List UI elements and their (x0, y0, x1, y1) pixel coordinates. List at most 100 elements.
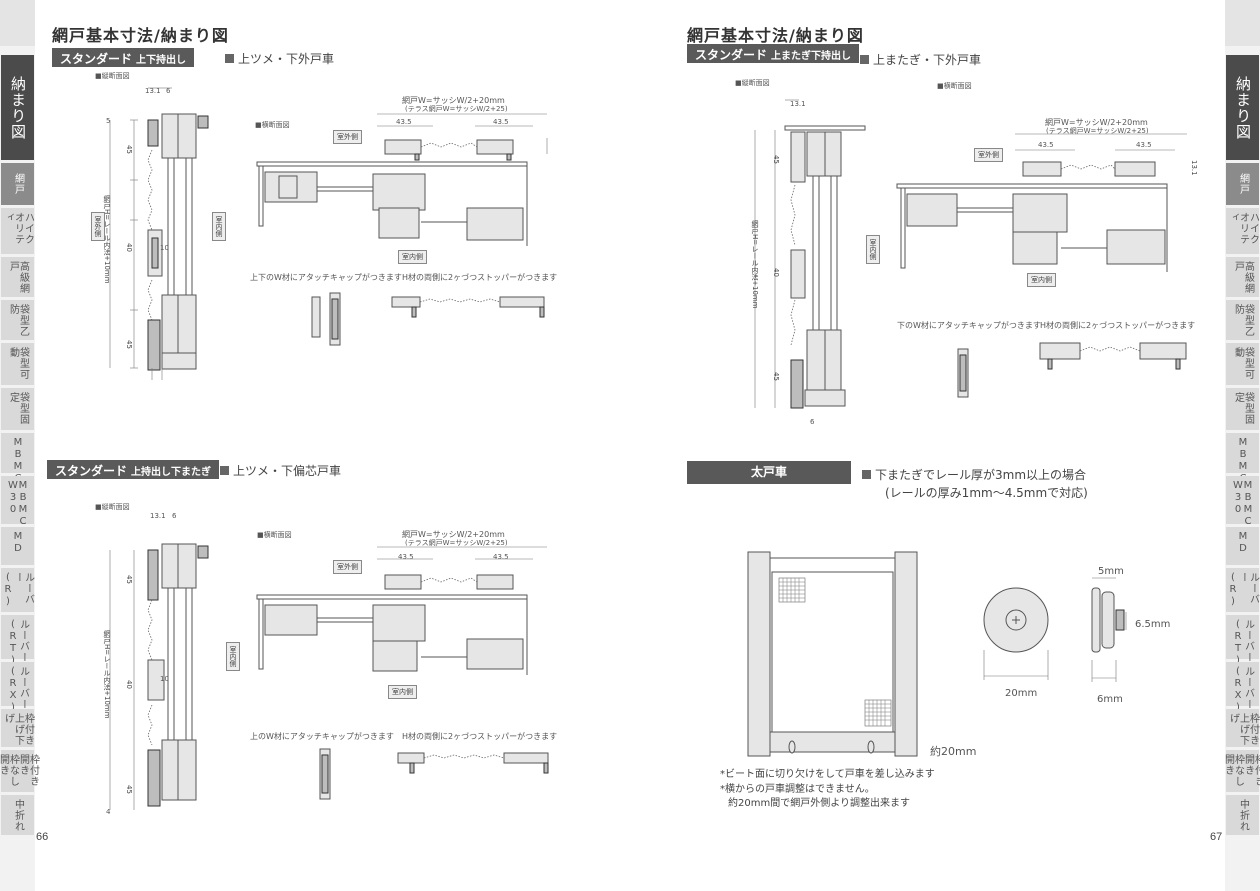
tab-fukuro-kadou[interactable]: 袋型可動 (1226, 343, 1259, 385)
section-band: スタンダード上下持出し (52, 48, 195, 67)
horizontal-section-drawing (256, 113, 548, 246)
screen-width-terrace-label: (テラス網戸W=サッシW/2+25) (405, 539, 508, 547)
tab-louver-rx[interactable]: ルーバー(RX) (1226, 662, 1259, 714)
note-no-side-adjust: *横からの戸車調整はできません。 (720, 784, 875, 795)
tab-wakutsuki-ageoroshi[interactable]: 枠付き上げ下げ (1, 709, 34, 747)
section-subtitle: 上またぎ・下外戸車 (860, 51, 981, 68)
screen-width-label: 網戸W=サッシW/2+20mm (1045, 118, 1148, 127)
tab-high-quality[interactable]: ハイクオリティ (1, 208, 34, 254)
note-attach-cap: 上のW材にアタッチキャップがつきます (250, 732, 394, 741)
indoor-label: 室内側 (398, 250, 427, 264)
tab-nakaore[interactable]: 中折れ (1226, 795, 1259, 835)
dim-40: 40 (125, 680, 133, 689)
right-page: 納まり図 網戸 ハイクオリティ 高級網戸 袋型乙防 袋型可動 袋型固定 MBMC… (630, 0, 1260, 891)
side-index: 納まり図 網戸 ハイクオリティ 高級網戸 袋型乙防 袋型可動 袋型固定 MBMC… (0, 0, 39, 891)
screen-height-label: 網戸H=レール内法+10mm (751, 220, 759, 309)
side-index-top (1225, 0, 1260, 46)
band-sub: 上下持出し (136, 55, 187, 66)
dim-6-5mm: 6.5mm (1135, 619, 1171, 630)
tab-koukyu[interactable]: 高級網戸 (1, 257, 34, 297)
band-main: スタンダード (695, 48, 768, 62)
tab-osamari[interactable]: 納まり図 (1226, 55, 1259, 160)
outdoor-label: 室外側 (333, 560, 362, 574)
tab-osamari[interactable]: 納まり図 (1, 55, 34, 160)
vertical-section-label: ■縦断面図 (95, 72, 130, 80)
page-number: 66 (36, 831, 49, 843)
tab-fukuro-otsubo[interactable]: 袋型乙防 (1, 300, 34, 340)
screen-width-label: 網戸W=サッシW/2+20mm (402, 530, 505, 539)
dim-45-top: 45 (125, 575, 133, 584)
futo-togaruma-band: 太戸車 (687, 461, 851, 484)
dim-45-top: 45 (125, 145, 133, 154)
screen-height-label: 網戸H=レール内法+10mm (103, 195, 111, 284)
tab-amido[interactable]: 網戸 (1226, 163, 1259, 205)
dim-45-top: 45 (772, 155, 780, 164)
band-main: スタンダード (60, 52, 133, 66)
tab-louver-r[interactable]: ルーバー(R) (1226, 568, 1259, 612)
tab-louver-r[interactable]: ルーバー(R) (1, 568, 34, 612)
tab-wakutsuki-hiraki[interactable]: 枠付き開き 枠なし開き (1223, 750, 1260, 792)
dim-20mm: 20mm (1005, 688, 1038, 699)
dim-43-5-b: 43.5 (493, 118, 509, 126)
section-band: スタンダード上またぎ下持出し (687, 44, 860, 63)
tab-amido[interactable]: 網戸 (1, 163, 34, 205)
tab-mbmc-w30[interactable]: MBMC W30 (1, 476, 34, 528)
indoor-label-v: 室内側 (212, 212, 226, 241)
horizontal-section-drawing (896, 133, 1187, 272)
tab-koukyu[interactable]: 高級網戸 (1226, 257, 1259, 297)
dim-40: 40 (772, 268, 780, 277)
tab-louver-rx[interactable]: ルーバー(RX) (1, 662, 34, 714)
dim-43-5-b: 43.5 (493, 553, 509, 561)
tab-md[interactable]: MD (1226, 527, 1259, 565)
note-attach-cap: 上下のW材にアタッチキャップがつきます (250, 273, 402, 282)
tab-fukuro-kadou[interactable]: 袋型可動 (1, 343, 34, 385)
dim-45-bottom: 45 (125, 340, 133, 349)
indoor-label-v: 室内側 (226, 642, 240, 671)
note-insert-roller: *ビート面に切り欠けをして戸車を差し込みます (720, 769, 935, 780)
tab-wakutsuki-ageoroshi[interactable]: 枠付き上げ下げ (1226, 709, 1259, 747)
tab-louver-rt[interactable]: ルーバー(RT) (1226, 615, 1259, 667)
tab-louver-rt[interactable]: ルーバー(RT) (1, 615, 34, 667)
tab-mbmc-w30[interactable]: MBMC W30 (1226, 476, 1259, 528)
vertical-section-drawing (754, 99, 866, 409)
band-main: スタンダード (55, 464, 128, 478)
dim-45-bottom: 45 (772, 372, 780, 381)
dim-13-1: 13.1 (790, 100, 806, 108)
tab-fukuro-kotei[interactable]: 袋型固定 (1, 388, 34, 430)
section-band: スタンダード上持出し下またぎ (47, 460, 220, 479)
tab-mbmc[interactable]: MBMC (1226, 433, 1259, 485)
tab-md[interactable]: MD (1, 527, 34, 565)
dim-4: 4 (106, 808, 111, 816)
square-bullet-icon (220, 466, 229, 475)
dim-6: 6 (166, 87, 171, 95)
parts-detail-drawing (957, 342, 1187, 398)
note-adjust-from-outside: 約20mm間で網戸外側より調整出来ます (728, 798, 911, 809)
roller-detail-drawing (983, 577, 1127, 682)
dim-40: 40 (125, 243, 133, 252)
dim-6mm: 6mm (1097, 694, 1123, 705)
dim-43-5-a: 43.5 (398, 553, 414, 561)
screen-door-front-drawing (747, 551, 918, 757)
tab-mbmc[interactable]: MBMC (1, 433, 34, 485)
dim-6: 6 (172, 512, 177, 520)
vertical-section-label: ■縦断面図 (95, 503, 130, 511)
tab-nakaore[interactable]: 中折れ (1, 795, 34, 835)
note-attach-cap: 下のW材にアタッチキャップがつきます (897, 321, 1041, 330)
section-subtitle: 上ツメ・下偏芯戸車 (220, 462, 341, 479)
indoor-label: 室内側 (388, 685, 417, 699)
tab-wakutsuki-hiraki[interactable]: 枠付き開き 枠なし開き (0, 750, 39, 792)
screw-icon (1012, 616, 1020, 624)
tab-high-quality[interactable]: ハイクオリティ (1226, 208, 1259, 254)
tab-fukuro-otsubo[interactable]: 袋型乙防 (1226, 300, 1259, 340)
vertical-section-drawing (109, 87, 209, 380)
page-title: 網戸基本寸法/納まり図 (52, 26, 229, 45)
mesh-icon-bottom (864, 699, 892, 727)
tab-fukuro-kotei[interactable]: 袋型固定 (1226, 388, 1259, 430)
left-page: 納まり図 網戸 ハイクオリティ 高級網戸 袋型乙防 袋型可動 袋型固定 MBMC… (0, 0, 558, 891)
screen-height-label: 網戸H=レール内法+10mm (103, 630, 111, 719)
vertical-section-label: ■縦断面図 (735, 79, 770, 87)
outdoor-label: 室外側 (333, 130, 362, 144)
dim-43-5-a: 43.5 (1038, 141, 1054, 149)
outdoor-label: 室外側 (974, 148, 1003, 162)
note-stopper: H材の両側に2ヶづつストッパーがつきます (402, 273, 558, 282)
